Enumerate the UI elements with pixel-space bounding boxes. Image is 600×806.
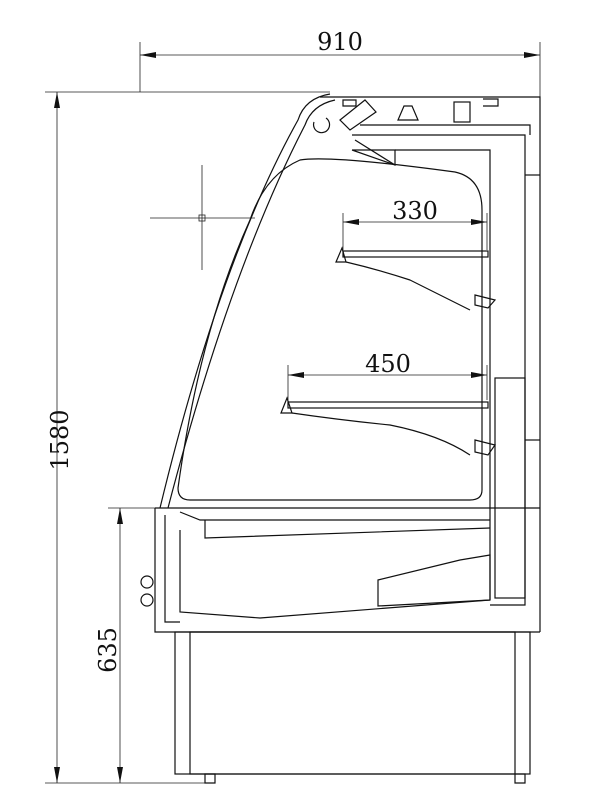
upper-shelf: 330 [335,197,497,311]
lower-shelf-label: 450 [365,350,411,378]
base-height-label: 635 [94,627,122,673]
cabinet-outline [159,93,541,632]
upper-shelf-label: 330 [392,197,438,225]
width-dimension: 910 [139,28,541,120]
base-height-dimension: 635 [94,507,160,783]
base-stand [174,631,531,784]
glass-panel [177,158,483,501]
height-dimension: 1580 [45,91,330,784]
height-label: 1580 [46,409,74,470]
lower-shelf: 450 [280,350,496,456]
crosshair [150,165,255,270]
refrigerated-well [140,507,540,633]
width-label: 910 [317,28,363,56]
